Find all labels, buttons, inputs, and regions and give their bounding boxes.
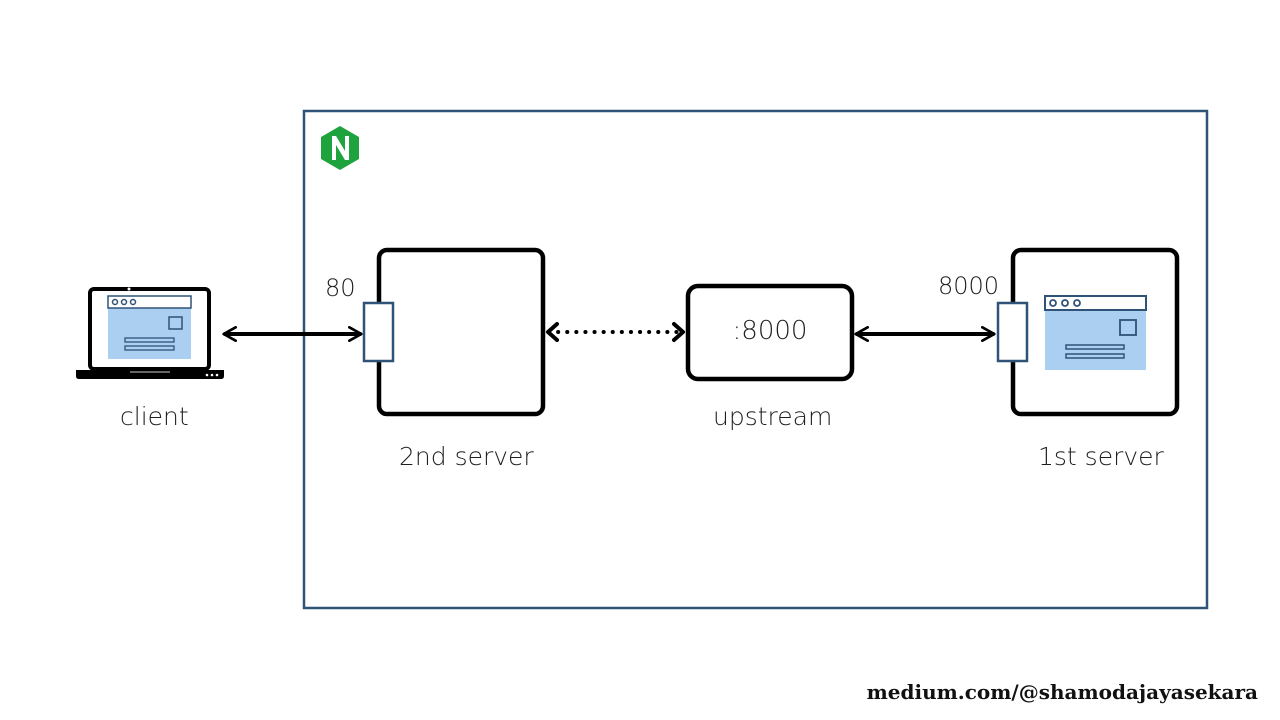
dotted-arrow-right-head bbox=[672, 322, 685, 342]
nginx-logo-icon bbox=[321, 126, 359, 170]
port-80-box bbox=[362, 301, 395, 363]
laptop-icon bbox=[76, 287, 224, 379]
second-server-label: 2nd server bbox=[399, 442, 534, 471]
browser-window-icon bbox=[1044, 295, 1147, 370]
client-label: client bbox=[120, 402, 189, 431]
nginx-boundary bbox=[302, 109, 1209, 610]
port-80-label: 80 bbox=[325, 274, 356, 302]
dotted-arrow-left-head bbox=[546, 322, 559, 342]
upstream-label: upstream bbox=[713, 402, 833, 431]
upstream-box bbox=[685, 283, 855, 382]
first-server-label: 1st server bbox=[1038, 442, 1164, 471]
port-8000-box bbox=[996, 301, 1029, 363]
author-credit: medium.com/@shamodajayasekara bbox=[866, 680, 1258, 704]
second-server-box bbox=[376, 247, 546, 417]
port-8000-label: 8000 bbox=[938, 272, 1000, 300]
upstream-port-label: :8000 bbox=[732, 316, 808, 346]
